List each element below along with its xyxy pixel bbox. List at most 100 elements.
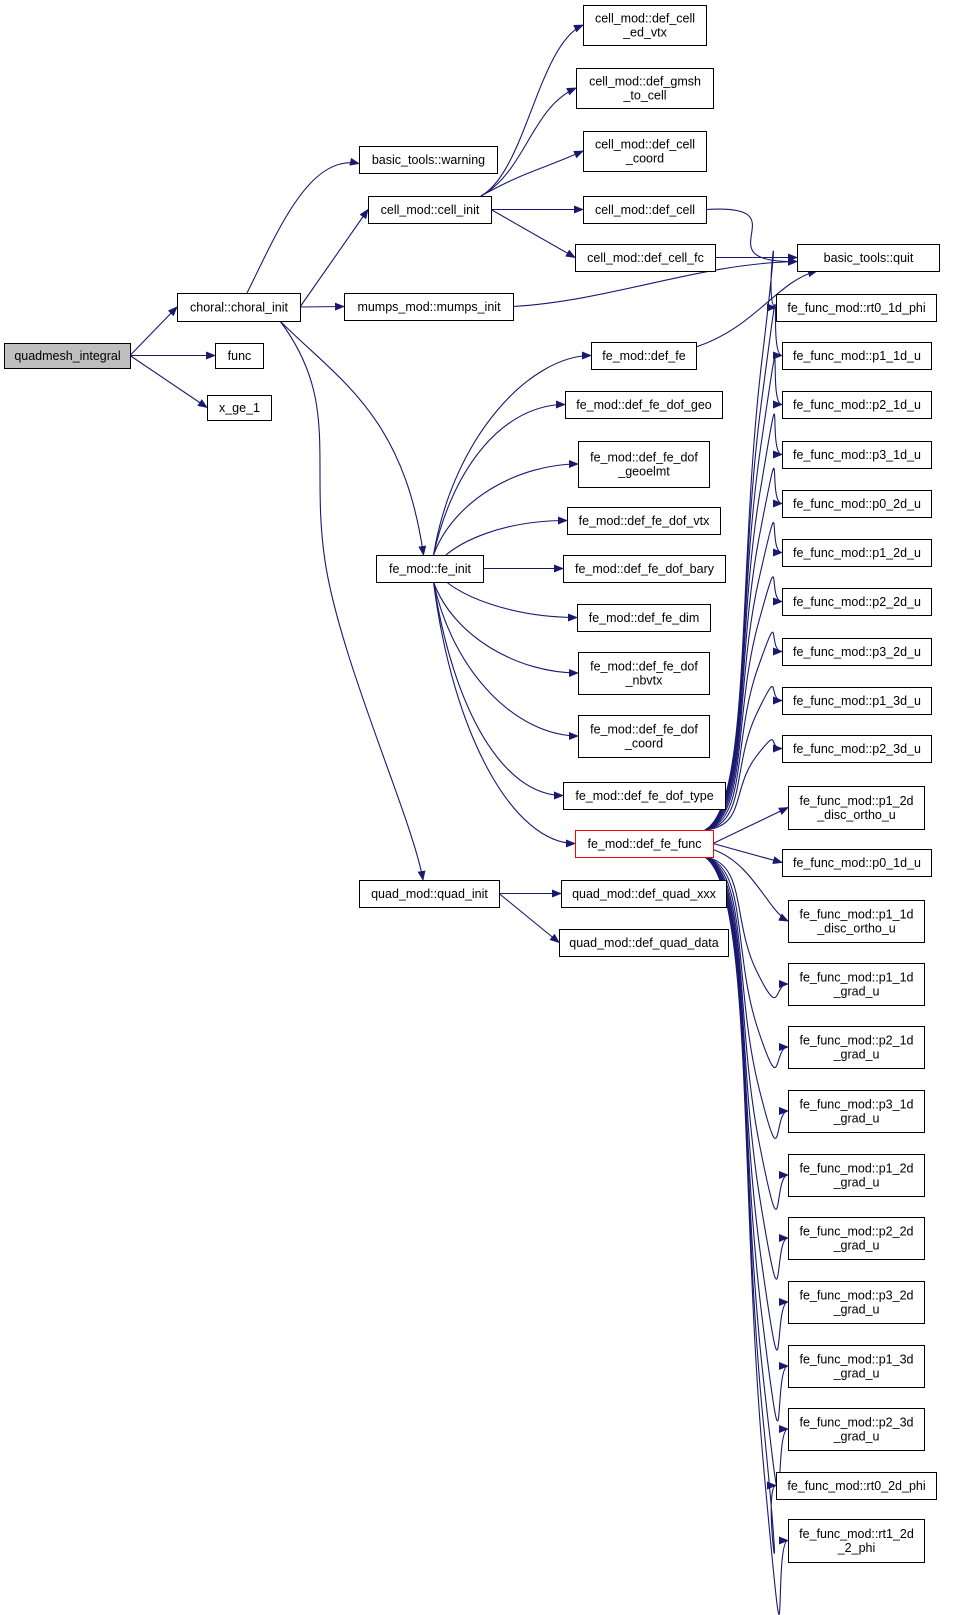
node-box[interactable]	[576, 68, 714, 109]
node-box[interactable]	[359, 880, 500, 908]
node-box[interactable]	[782, 539, 932, 567]
function-node-p1-2d-u[interactable]: fe_func_mod::p1_2d_u	[782, 539, 932, 567]
node-box[interactable]	[4, 343, 131, 369]
function-node-p1-3d-u[interactable]: fe_func_mod::p1_3d_u	[782, 687, 932, 715]
function-node-def-fe-dof-geo[interactable]: fe_mod::def_fe_dof_geo	[565, 391, 723, 419]
node-box[interactable]	[583, 131, 707, 172]
node-box[interactable]	[788, 900, 925, 943]
function-node-def-quad-xxx[interactable]: quad_mod::def_quad_xxx	[561, 880, 727, 908]
function-node-p0-1d-u[interactable]: fe_func_mod::p0_1d_u	[782, 849, 932, 877]
node-box[interactable]	[359, 146, 498, 174]
function-node-p1-2d-grad-u[interactable]: fe_func_mod::p1_2d_grad_u	[788, 1154, 925, 1197]
function-node-p2-1d-u[interactable]: fe_func_mod::p2_1d_u	[782, 391, 932, 419]
function-node-x-ge-1[interactable]: x_ge_1	[207, 395, 272, 421]
function-node-rt0-1d-phi[interactable]: fe_func_mod::rt0_1d_phi	[776, 294, 937, 322]
node-box[interactable]	[797, 244, 940, 272]
node-box[interactable]	[578, 441, 710, 488]
function-node-def-cell-fc[interactable]: cell_mod::def_cell_fc	[575, 244, 716, 272]
function-node-p1-1d-grad-u[interactable]: fe_func_mod::p1_1d_grad_u	[788, 963, 925, 1006]
node-box[interactable]	[578, 652, 710, 695]
node-box[interactable]	[559, 929, 729, 957]
function-node-func[interactable]: func	[215, 343, 264, 369]
node-box[interactable]	[788, 1026, 925, 1069]
node-box[interactable]	[782, 849, 932, 877]
function-node-def-cell[interactable]: cell_mod::def_cell	[583, 196, 707, 224]
node-box[interactable]	[583, 5, 707, 46]
function-node-cell-init[interactable]: cell_mod::cell_init	[368, 196, 492, 224]
node-box[interactable]	[577, 604, 711, 632]
node-box[interactable]	[561, 880, 727, 908]
function-node-def-cell-coord[interactable]: cell_mod::def_cell_coord	[583, 131, 707, 172]
function-node-p1-1d-u[interactable]: fe_func_mod::p1_1d_u	[782, 342, 932, 370]
function-node-p1-1d-disc-ortho-u[interactable]: fe_func_mod::p1_1d_disc_ortho_u	[788, 900, 925, 943]
function-node-rt0-2d-phi[interactable]: fe_func_mod::rt0_2d_phi	[776, 1472, 937, 1500]
function-node-p2-3d-u[interactable]: fe_func_mod::p2_3d_u	[782, 735, 932, 763]
function-node-def-fe-dof-bary[interactable]: fe_mod::def_fe_dof_bary	[563, 555, 726, 583]
node-box[interactable]	[376, 555, 484, 583]
node-box[interactable]	[565, 391, 723, 419]
node-box[interactable]	[215, 343, 264, 369]
node-box[interactable]	[788, 786, 925, 830]
node-box[interactable]	[788, 963, 925, 1006]
function-node-quit[interactable]: basic_tools::quit	[797, 244, 940, 272]
node-box[interactable]	[575, 830, 714, 858]
node-box[interactable]	[776, 294, 937, 322]
node-box[interactable]	[788, 1519, 925, 1563]
function-node-def-gmsh-to-cell[interactable]: cell_mod::def_gmsh_to_cell	[576, 68, 714, 109]
node-box[interactable]	[782, 391, 932, 419]
function-node-def-cell-ed-vtx[interactable]: cell_mod::def_cell_ed_vtx	[583, 5, 707, 46]
node-box[interactable]	[776, 1472, 937, 1500]
node-box[interactable]	[782, 588, 932, 616]
function-node-def-fe-dim[interactable]: fe_mod::def_fe_dim	[577, 604, 711, 632]
function-node-def-fe[interactable]: fe_mod::def_fe	[591, 342, 697, 370]
function-node-p3-2d-grad-u[interactable]: fe_func_mod::p3_2d_grad_u	[788, 1281, 925, 1324]
function-node-p3-1d-u[interactable]: fe_func_mod::p3_1d_u	[782, 441, 932, 469]
function-node-def-fe-func[interactable]: fe_mod::def_fe_func	[575, 830, 714, 858]
function-node-quad-init[interactable]: quad_mod::quad_init	[359, 880, 500, 908]
function-node-choral-init[interactable]: choral::choral_init	[177, 293, 301, 322]
function-node-rt1-2d-2-phi[interactable]: fe_func_mod::rt1_2d_2_phi	[788, 1519, 925, 1563]
function-node-def-quad-data[interactable]: quad_mod::def_quad_data	[559, 929, 729, 957]
node-box[interactable]	[788, 1090, 925, 1133]
node-box[interactable]	[578, 715, 710, 758]
function-node-mumps-init[interactable]: mumps_mod::mumps_init	[344, 293, 514, 321]
node-box[interactable]	[782, 735, 932, 763]
node-box[interactable]	[344, 293, 514, 321]
function-node-p2-2d-u[interactable]: fe_func_mod::p2_2d_u	[782, 588, 932, 616]
node-box[interactable]	[788, 1281, 925, 1324]
function-node-p2-2d-grad-u[interactable]: fe_func_mod::p2_2d_grad_u	[788, 1217, 925, 1260]
function-node-warning[interactable]: basic_tools::warning	[359, 146, 498, 174]
function-node-p3-2d-u[interactable]: fe_func_mod::p3_2d_u	[782, 638, 932, 666]
node-box[interactable]	[782, 490, 932, 518]
node-box[interactable]	[788, 1408, 925, 1451]
function-node-p3-1d-grad-u[interactable]: fe_func_mod::p3_1d_grad_u	[788, 1090, 925, 1133]
node-box[interactable]	[207, 395, 272, 421]
node-box[interactable]	[368, 196, 492, 224]
node-box[interactable]	[567, 507, 721, 535]
function-node-quadmesh-integral[interactable]: quadmesh_integral	[4, 343, 131, 369]
node-box[interactable]	[563, 555, 726, 583]
function-node-def-fe-dof-nbvtx[interactable]: fe_mod::def_fe_dof_nbvtx	[578, 652, 710, 695]
node-box[interactable]	[591, 342, 697, 370]
function-node-def-fe-dof-geoelmt[interactable]: fe_mod::def_fe_dof_geoelmt	[578, 441, 710, 488]
function-node-p1-3d-grad-u[interactable]: fe_func_mod::p1_3d_grad_u	[788, 1345, 925, 1388]
node-box[interactable]	[563, 782, 726, 810]
function-node-p2-1d-grad-u[interactable]: fe_func_mod::p2_1d_grad_u	[788, 1026, 925, 1069]
node-box[interactable]	[583, 196, 707, 224]
node-box[interactable]	[788, 1154, 925, 1197]
node-box[interactable]	[575, 244, 716, 272]
node-box[interactable]	[782, 441, 932, 469]
node-box[interactable]	[788, 1345, 925, 1388]
function-node-def-fe-dof-coord[interactable]: fe_mod::def_fe_dof_coord	[578, 715, 710, 758]
function-node-def-fe-dof-type[interactable]: fe_mod::def_fe_dof_type	[563, 782, 726, 810]
function-node-p1-2d-disc-ortho-u[interactable]: fe_func_mod::p1_2d_disc_ortho_u	[788, 786, 925, 830]
function-node-fe-init[interactable]: fe_mod::fe_init	[376, 555, 484, 583]
node-box[interactable]	[788, 1217, 925, 1260]
node-box[interactable]	[177, 293, 301, 322]
function-node-p0-2d-u[interactable]: fe_func_mod::p0_2d_u	[782, 490, 932, 518]
node-box[interactable]	[782, 687, 932, 715]
function-node-def-fe-dof-vtx[interactable]: fe_mod::def_fe_dof_vtx	[567, 507, 721, 535]
node-box[interactable]	[782, 638, 932, 666]
node-box[interactable]	[782, 342, 932, 370]
function-node-p2-3d-grad-u[interactable]: fe_func_mod::p2_3d_grad_u	[788, 1408, 925, 1451]
